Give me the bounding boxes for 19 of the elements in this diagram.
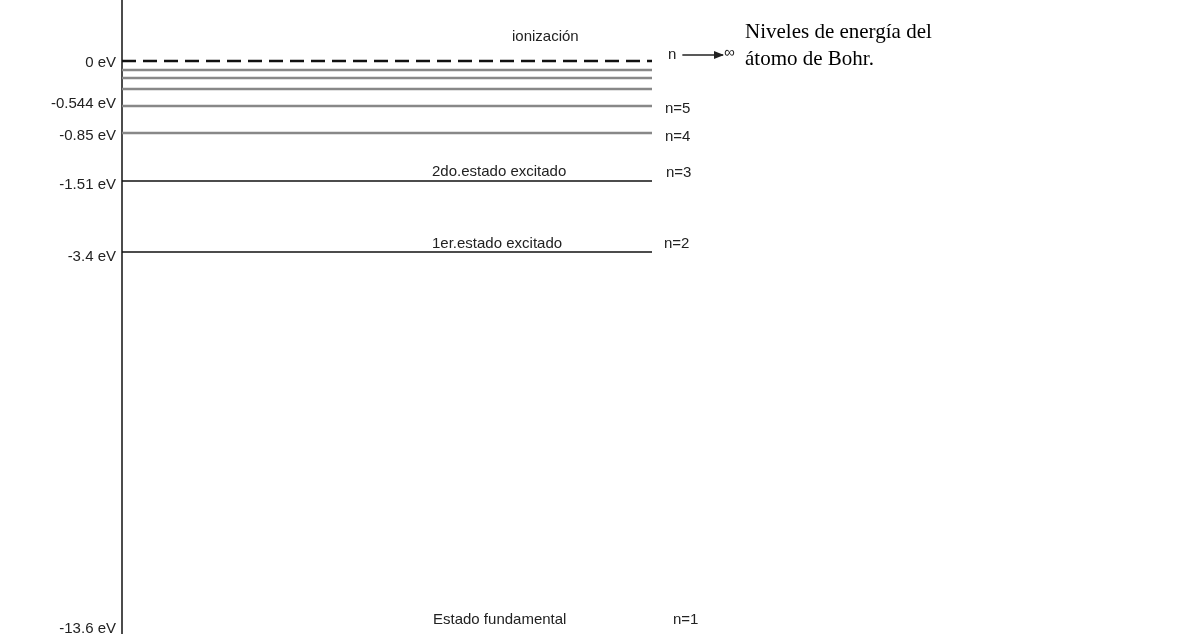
quantum-number: n=1 bbox=[673, 610, 699, 628]
arrow bbox=[681, 51, 724, 59]
quantum-number: n bbox=[668, 45, 677, 63]
level-label: ionización bbox=[512, 27, 579, 45]
energy-value: -1.51 eV bbox=[59, 175, 116, 193]
level-label: Estado fundamental bbox=[433, 610, 567, 628]
energy-value: 0 eV bbox=[85, 53, 116, 71]
level-label: 1er.estado excitado bbox=[432, 234, 563, 252]
energy-value: -0.85 eV bbox=[59, 126, 116, 144]
quantum-number: n=4 bbox=[665, 127, 691, 145]
quantum-number: n=3 bbox=[666, 163, 692, 181]
energy-value: -3.4 eV bbox=[67, 247, 116, 265]
quantum-number: n=2 bbox=[664, 234, 690, 252]
caption: Niveles de energía del átomo de Bohr. bbox=[745, 18, 933, 72]
level-label: 2do.estado excitado bbox=[432, 162, 567, 180]
energy-value: -0.544 eV bbox=[50, 94, 116, 112]
energy-value: -13.6 eV bbox=[59, 619, 116, 634]
infinity-symbol: ∞ bbox=[724, 43, 735, 61]
quantum-number: n=5 bbox=[665, 99, 691, 117]
